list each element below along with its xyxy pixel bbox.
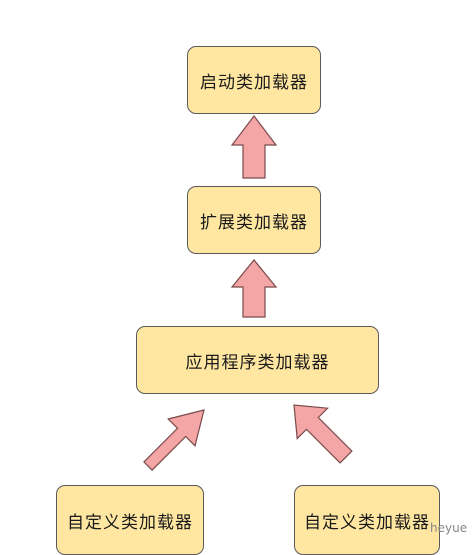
extension-classloader-label: 扩展类加载器 bbox=[200, 212, 308, 233]
arrow-application-to-extension bbox=[230, 259, 278, 318]
bootstrap-classloader-node: 启动类加载器 bbox=[187, 46, 321, 114]
application-classloader-label: 应用程序类加载器 bbox=[185, 352, 330, 373]
custom-classloader-right-node: 自定义类加载器 bbox=[294, 485, 440, 555]
custom-classloader-left-label: 自定义类加载器 bbox=[67, 512, 193, 533]
arrow-custom-right-to-application bbox=[293, 404, 353, 464]
bootstrap-classloader-label: 启动类加载器 bbox=[200, 72, 308, 93]
extension-classloader-node: 扩展类加载器 bbox=[187, 186, 321, 254]
custom-classloader-right-label: 自定义类加载器 bbox=[304, 512, 430, 533]
arrow-extension-to-bootstrap bbox=[230, 115, 278, 179]
application-classloader-node: 应用程序类加载器 bbox=[136, 326, 379, 394]
watermark-text: heyue bbox=[430, 521, 468, 535]
arrow-custom-left-to-application bbox=[143, 409, 205, 471]
